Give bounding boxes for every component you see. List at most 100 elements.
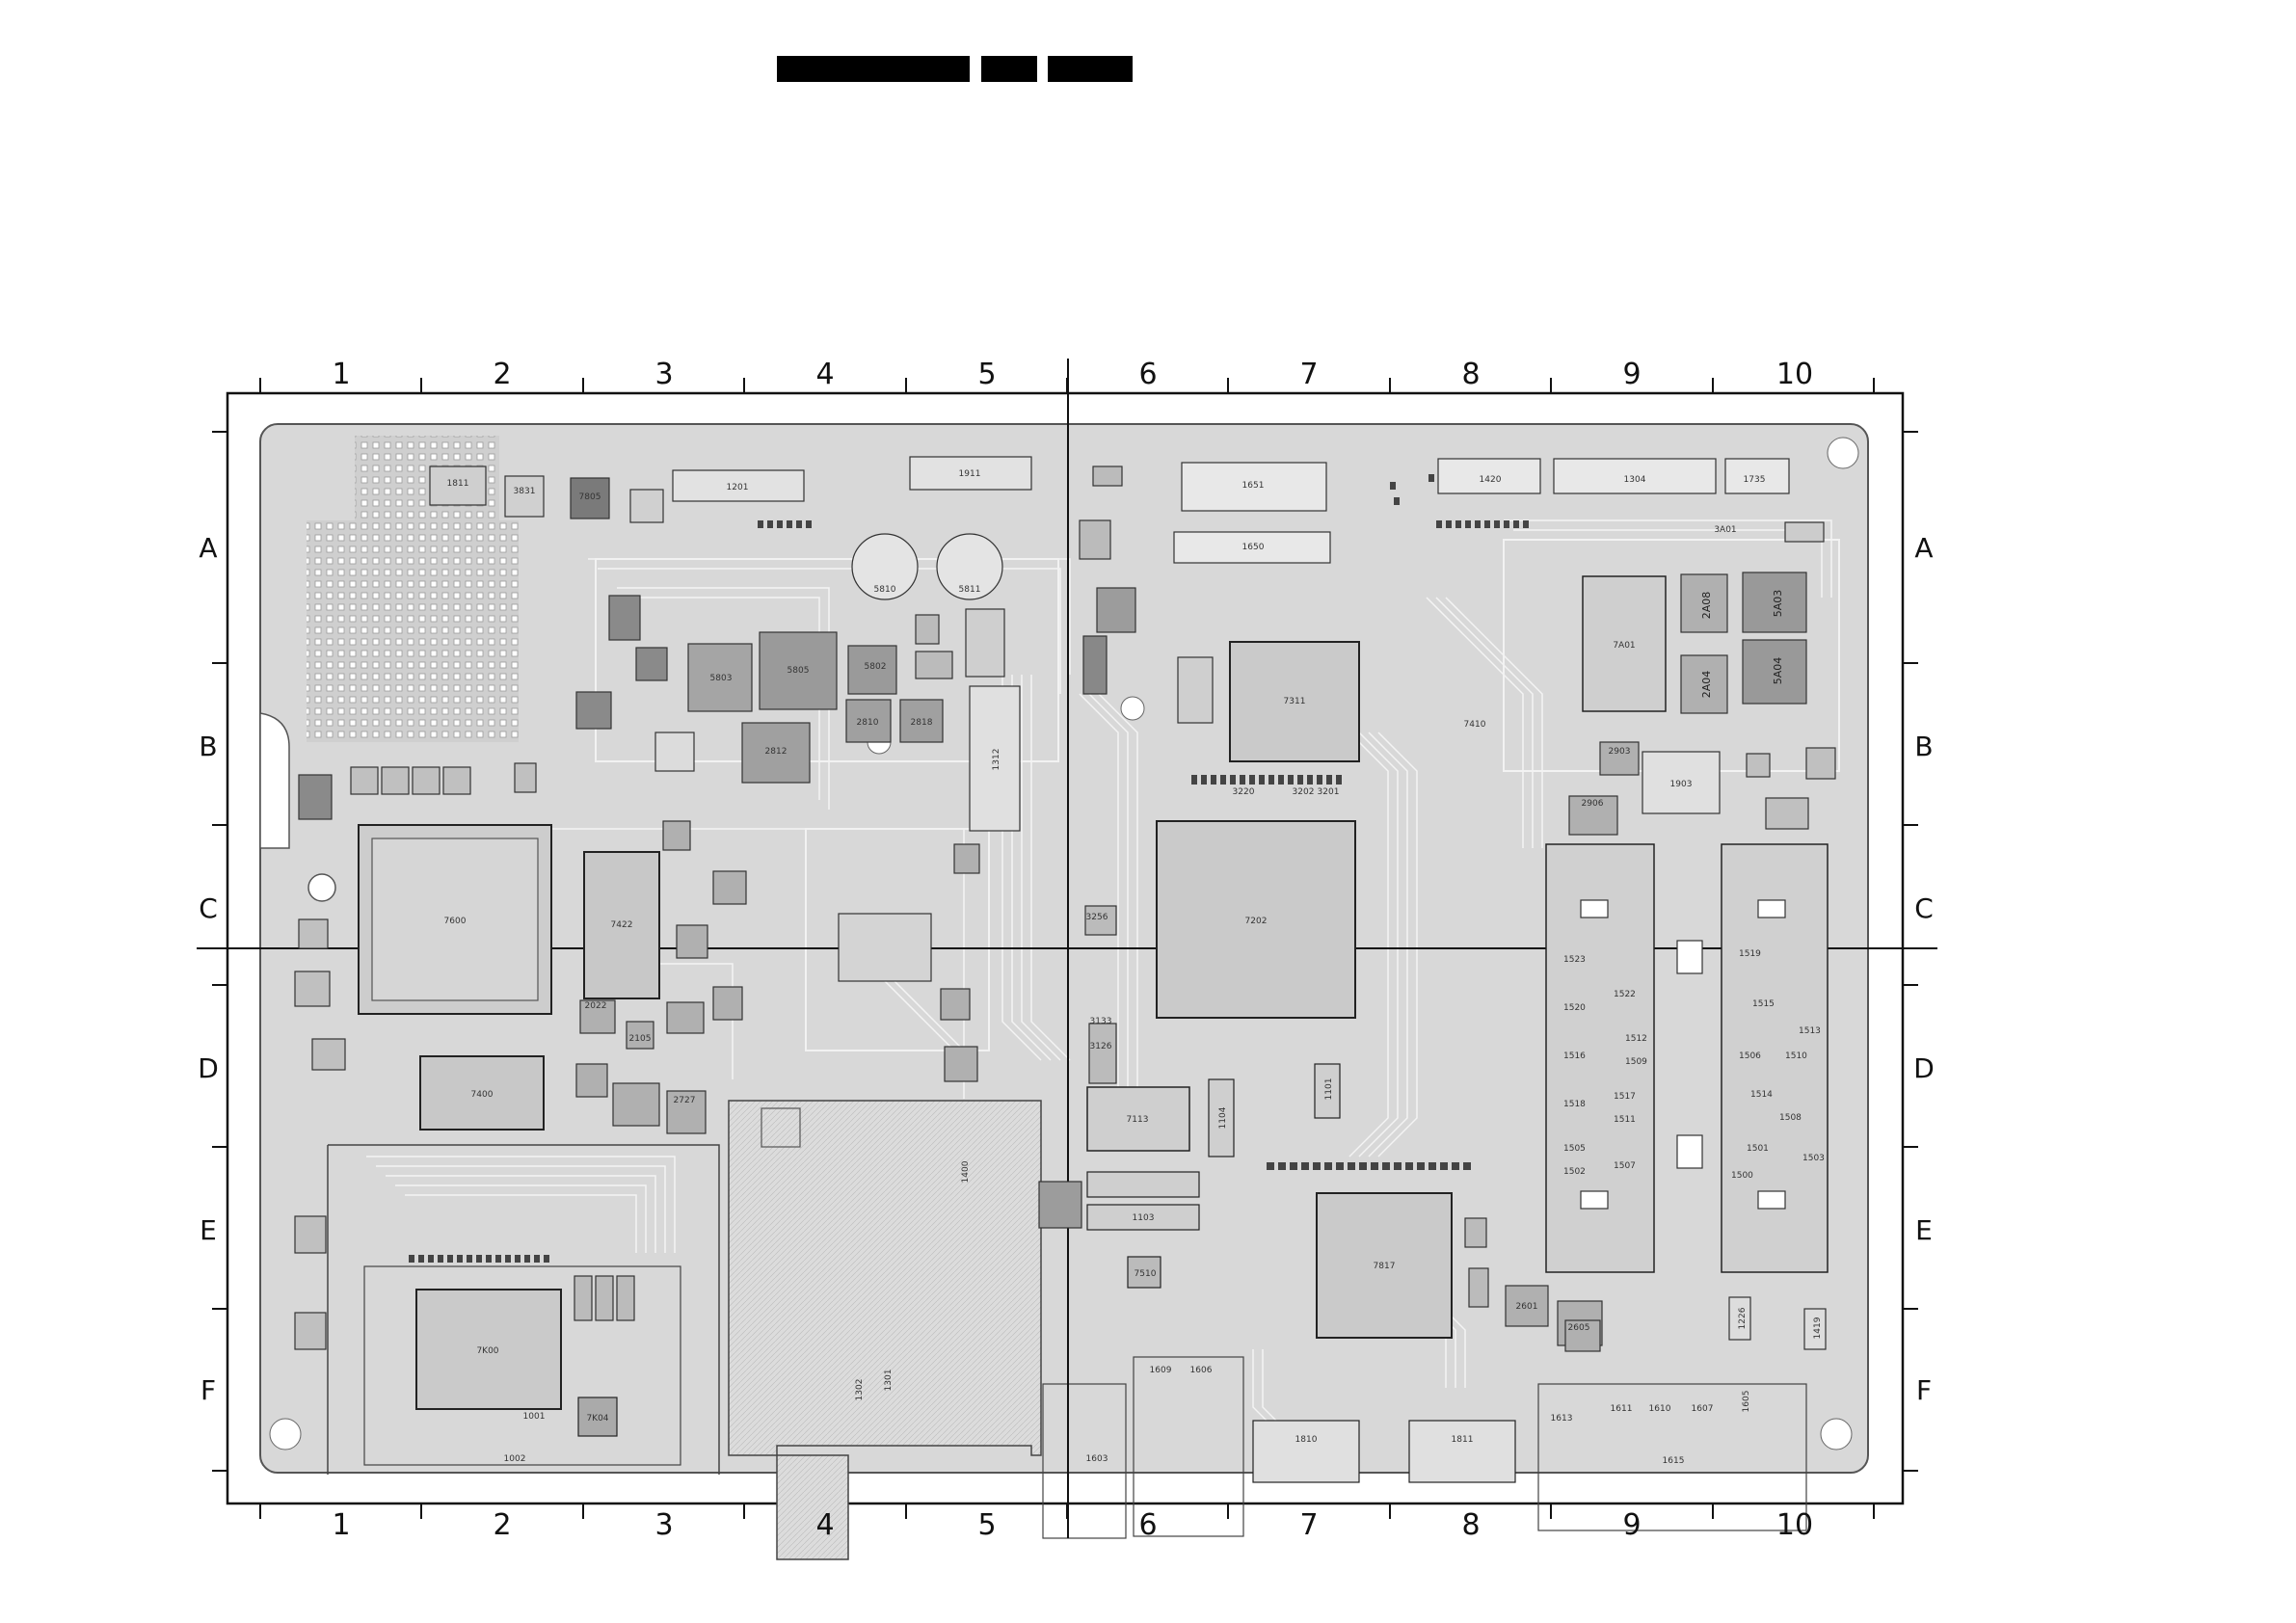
label-7410: 7410 [1464, 720, 1486, 730]
mount-hole [269, 1418, 302, 1450]
connector [1724, 458, 1790, 494]
label-1510: 1510 [1785, 1051, 1807, 1061]
zone-power [595, 558, 1059, 762]
small-part [412, 766, 441, 795]
label-1511: 1511 [1614, 1115, 1636, 1125]
label-7510: 7510 [1135, 1269, 1157, 1279]
label-7311: 7311 [1284, 697, 1306, 706]
capacitor [676, 924, 708, 959]
ic [1084, 905, 1117, 936]
capacitor [629, 489, 664, 523]
col-label: 2 [493, 358, 511, 391]
label-1505: 1505 [1563, 1144, 1586, 1154]
row-label: A [199, 532, 217, 564]
col-label: 4 [815, 1508, 834, 1542]
region-box-1002 [363, 1265, 681, 1466]
small-part [616, 1275, 635, 1321]
capacitor [504, 475, 545, 518]
label-1522: 1522 [1614, 990, 1636, 999]
label-7K04: 7K04 [586, 1414, 608, 1423]
col-label: 6 [1138, 358, 1157, 391]
capacitor [1568, 795, 1618, 836]
capacitor [626, 1021, 654, 1050]
small-part [514, 762, 537, 793]
capacitor [741, 722, 811, 784]
col-label: 3 [654, 358, 673, 391]
label-1523: 1523 [1563, 955, 1586, 965]
small-part [1468, 1267, 1489, 1308]
label-2812: 2812 [765, 747, 788, 757]
header-bar-1 [777, 56, 970, 82]
col-label: 8 [1461, 1508, 1480, 1542]
row-label: A [1914, 532, 1933, 564]
board-notch [259, 712, 290, 849]
col-label: 9 [1622, 1508, 1641, 1542]
mount-hole [1827, 437, 1859, 469]
label-7400: 7400 [471, 1090, 494, 1100]
connector-1419 [1803, 1308, 1827, 1350]
column-labels-bottom: 1 2 3 4 5 6 7 8 9 10 [332, 1508, 1813, 1542]
inductor [847, 645, 897, 695]
label-1515: 1515 [1752, 999, 1775, 1009]
tick-marks [212, 378, 1918, 1519]
small-part [595, 1275, 614, 1321]
small-part [442, 766, 471, 795]
col-label: 1 [332, 1508, 350, 1542]
qfp-ic-7311 [1229, 641, 1360, 762]
electrolytic-capacitor [851, 533, 919, 600]
col-label: 2 [493, 1508, 511, 1542]
label-2906: 2906 [1582, 799, 1604, 809]
connector [1173, 531, 1331, 564]
label-1304: 1304 [1624, 475, 1646, 485]
label-1610: 1610 [1649, 1404, 1671, 1414]
row-label: F [200, 1374, 216, 1406]
ic [570, 477, 610, 519]
inductor [759, 631, 838, 710]
label-1500: 1500 [1731, 1171, 1753, 1181]
label-3133: 3133 [1090, 1017, 1112, 1026]
ic [575, 691, 612, 730]
qfp-ic-7600-body [371, 838, 539, 1001]
small-part [1765, 797, 1809, 830]
capacitor [1096, 587, 1136, 633]
pad [1757, 899, 1786, 918]
zone-tuner [805, 828, 990, 1051]
label-1519: 1519 [1739, 949, 1761, 959]
label-7805: 7805 [579, 492, 601, 502]
label-1201: 1201 [727, 483, 749, 492]
inductor [687, 643, 753, 712]
label-3201: 3201 [1318, 787, 1340, 797]
header-bar-3 [1048, 56, 1133, 82]
connector [1181, 462, 1327, 512]
label-2601: 2601 [1516, 1302, 1538, 1312]
column-labels-top: 1 2 3 4 5 6 7 8 9 10 [332, 358, 1813, 391]
label-1517: 1517 [1614, 1092, 1636, 1102]
label-1606: 1606 [1190, 1366, 1213, 1375]
label-7600: 7600 [444, 917, 467, 926]
small-part [294, 1312, 327, 1350]
col-label: 6 [1138, 1508, 1157, 1542]
label-1520: 1520 [1563, 1003, 1586, 1013]
ic-1101 [1314, 1063, 1341, 1119]
electrolytic-capacitor [936, 533, 1003, 600]
small-part [350, 766, 379, 795]
label-1104: 1104 [1218, 1106, 1228, 1129]
capacitor [1038, 1181, 1082, 1229]
ic-7113 [1086, 1086, 1190, 1152]
capacitor [666, 1090, 707, 1134]
label-2605: 2605 [1568, 1323, 1590, 1333]
ic [1082, 635, 1108, 695]
capacitor [953, 843, 980, 874]
label-3A01: 3A01 [1714, 525, 1736, 535]
label-1103: 1103 [1133, 1213, 1155, 1223]
col-label: 7 [1299, 358, 1318, 391]
label-1420: 1420 [1480, 475, 1502, 485]
label-1226: 1226 [1738, 1307, 1748, 1329]
ic [1079, 519, 1111, 560]
label-5802: 5802 [865, 662, 887, 672]
label-1312: 1312 [992, 749, 1001, 771]
label-3202: 3202 [1293, 787, 1315, 797]
label-1615: 1615 [1663, 1456, 1685, 1466]
capacitor [1599, 741, 1640, 776]
label-2903: 2903 [1609, 747, 1631, 757]
